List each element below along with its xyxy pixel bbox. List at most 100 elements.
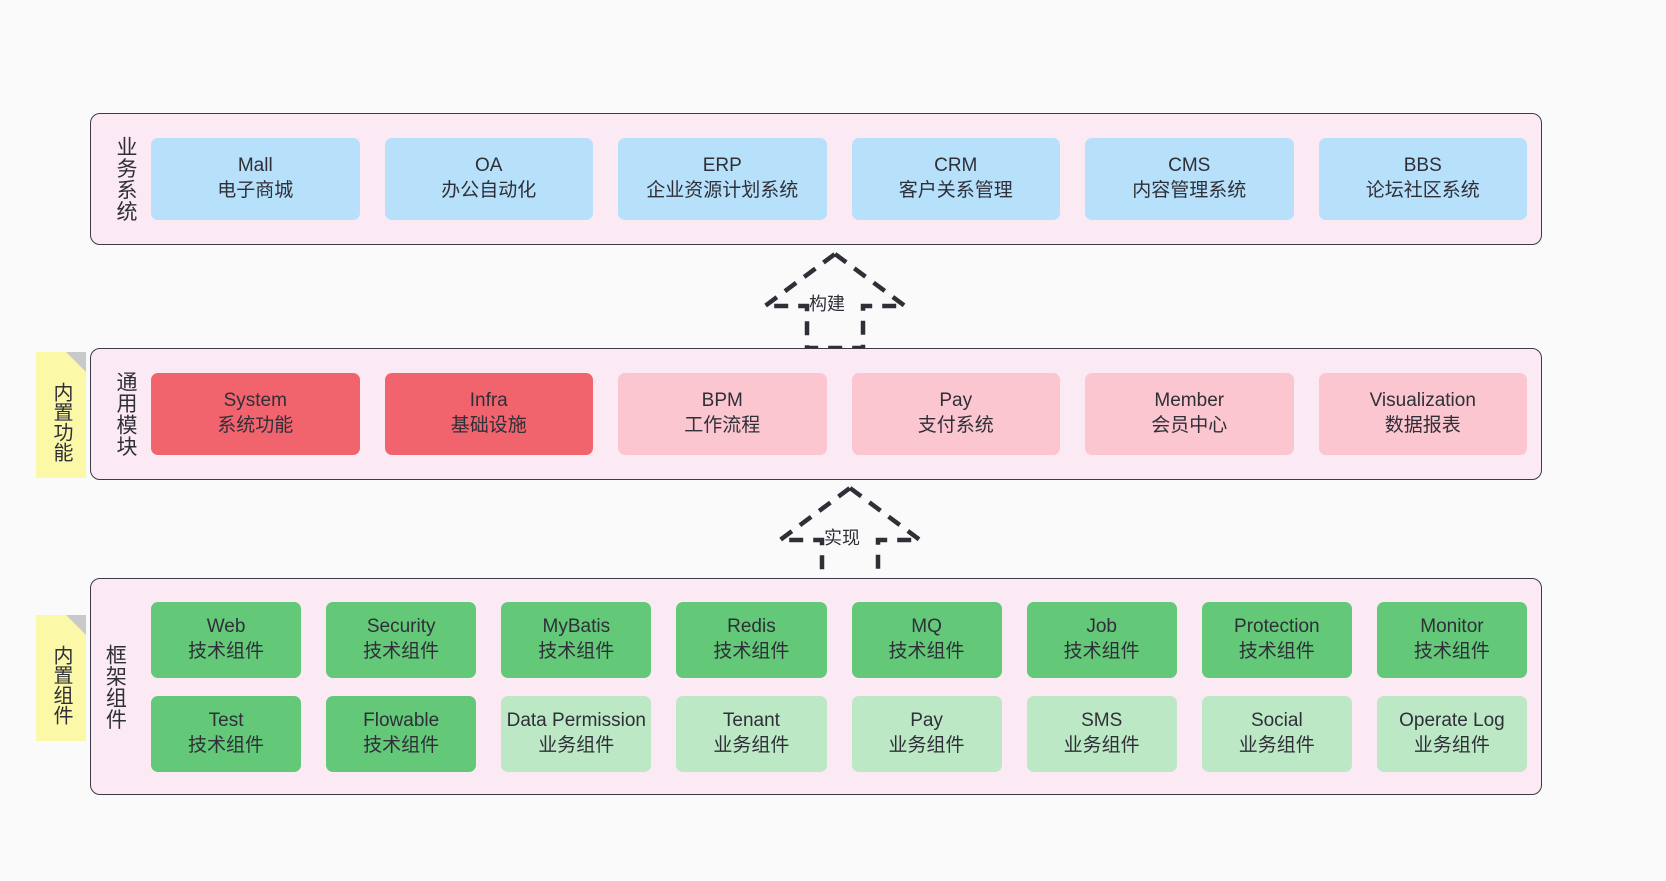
card-mall-desc: 电子商城 (217, 180, 294, 201)
card-protection[interactable]: Protection 技术组件 (1201, 601, 1352, 678)
card-bbs-desc: 论坛社区系统 (1365, 180, 1480, 201)
card-security-desc: 技术组件 (363, 640, 440, 662)
card-job[interactable]: Job 技术组件 (1026, 601, 1177, 678)
connector-build-label: 构建 (809, 294, 845, 314)
card-data-permission-desc: 业务组件 (538, 734, 615, 756)
card-pay-module-desc: 支付系统 (917, 415, 994, 436)
layer-body-common-modules: System 系统功能 Infra 基础设施 BPM 工作流程 Pay 支付系统… (137, 349, 1541, 479)
card-operate-log[interactable]: Operate Log 业务组件 (1376, 695, 1527, 772)
card-member-name: Member (1154, 390, 1225, 412)
card-protection-desc: 技术组件 (1238, 640, 1315, 662)
card-operate-log-desc: 业务组件 (1413, 734, 1490, 756)
card-infra-desc: 基础设施 (450, 415, 527, 436)
card-infra[interactable]: Infra 基础设施 (384, 373, 593, 455)
card-test-name: Test (208, 709, 244, 731)
layer-label-framework-components: 框架组件 (103, 643, 127, 730)
card-infra-name: Infra (469, 390, 508, 412)
card-bpm[interactable]: BPM 工作流程 (618, 373, 827, 455)
connector-implement-label: 实现 (824, 528, 860, 548)
card-social-name: Social (1250, 709, 1303, 731)
card-monitor[interactable]: Monitor 技术组件 (1376, 601, 1527, 678)
card-mall[interactable]: Mall 电子商城 (151, 138, 360, 220)
card-protection-name: Protection (1234, 615, 1320, 637)
card-flowable[interactable]: Flowable 技术组件 (326, 695, 477, 772)
card-pay-component[interactable]: Pay 业务组件 (851, 695, 1002, 772)
card-cms[interactable]: CMS 内容管理系统 (1085, 138, 1294, 220)
card-erp-name: ERP (702, 155, 742, 177)
layer-body-framework-components: Web 技术组件 Security 技术组件 MyBatis 技术组件 Redi… (137, 579, 1541, 794)
card-erp[interactable]: ERP 企业资源计划系统 (618, 138, 827, 220)
card-pay-module-name: Pay (939, 390, 973, 412)
card-flowable-desc: 技术组件 (363, 734, 440, 756)
connector-implement: 实现 (760, 482, 940, 586)
card-member[interactable]: Member 会员中心 (1085, 373, 1294, 455)
layer-body-business-systems: Mall 电子商城 OA 办公自动化 ERP 企业资源计划系统 CRM 客户关系… (137, 114, 1541, 244)
card-mq-name: MQ (911, 615, 942, 637)
card-oa-name: OA (475, 155, 503, 177)
card-system[interactable]: System 系统功能 (151, 373, 360, 455)
card-crm[interactable]: CRM 客户关系管理 (851, 138, 1060, 220)
card-redis[interactable]: Redis 技术组件 (676, 601, 827, 678)
card-pay-module[interactable]: Pay 支付系统 (851, 373, 1060, 455)
card-test[interactable]: Test 技术组件 (151, 695, 302, 772)
layer-label-common-modules: 通用模块 (114, 371, 137, 457)
card-web[interactable]: Web 技术组件 (151, 601, 302, 678)
card-data-permission-name: Data Permission (506, 709, 646, 731)
card-tenant-name: Tenant (722, 709, 780, 731)
card-oa[interactable]: OA 办公自动化 (384, 138, 593, 220)
card-system-name: System (223, 390, 287, 412)
card-social-desc: 业务组件 (1238, 734, 1315, 756)
card-data-permission[interactable]: Data Permission 业务组件 (501, 695, 652, 772)
note-builtin-features: 内置功能 (36, 352, 86, 478)
card-member-desc: 会员中心 (1151, 415, 1228, 436)
card-system-desc: 系统功能 (217, 415, 294, 436)
card-tenant-desc: 业务组件 (713, 734, 790, 756)
card-redis-desc: 技术组件 (713, 640, 790, 662)
note-fold-corner-icon (66, 352, 86, 372)
card-mybatis[interactable]: MyBatis 技术组件 (501, 601, 652, 678)
card-mall-name: Mall (237, 155, 273, 177)
card-web-name: Web (206, 615, 246, 637)
card-crm-name: CRM (934, 155, 978, 177)
card-cms-name: CMS (1168, 155, 1211, 177)
card-mybatis-desc: 技术组件 (538, 640, 615, 662)
card-redis-name: Redis (727, 615, 776, 637)
card-mq[interactable]: MQ 技术组件 (851, 601, 1002, 678)
layer-business-systems: 业务系统 Mall 电子商城 OA 办公自动化 ERP 企业资源计划系统 CRM… (90, 113, 1542, 245)
card-visualization[interactable]: Visualization 数据报表 (1318, 373, 1527, 455)
business-systems-row: Mall 电子商城 OA 办公自动化 ERP 企业资源计划系统 CRM 客户关系… (151, 138, 1527, 220)
card-tenant[interactable]: Tenant 业务组件 (676, 695, 827, 772)
card-flowable-name: Flowable (363, 709, 440, 731)
common-modules-row: System 系统功能 Infra 基础设施 BPM 工作流程 Pay 支付系统… (151, 373, 1527, 455)
card-security-name: Security (366, 615, 436, 637)
note-builtin-components: 内置组件 (36, 615, 86, 741)
card-pay-component-name: Pay (910, 709, 943, 731)
framework-tech-row: Web 技术组件 Security 技术组件 MyBatis 技术组件 Redi… (151, 601, 1527, 678)
card-bbs[interactable]: BBS 论坛社区系统 (1318, 138, 1527, 220)
card-web-desc: 技术组件 (188, 640, 265, 662)
connector-build: 构建 (745, 248, 925, 352)
card-cms-desc: 内容管理系统 (1132, 180, 1247, 201)
card-job-name: Job (1086, 615, 1117, 637)
card-social[interactable]: Social 业务组件 (1201, 695, 1352, 772)
card-security[interactable]: Security 技术组件 (326, 601, 477, 678)
card-pay-component-desc: 业务组件 (888, 734, 965, 756)
card-monitor-desc: 技术组件 (1413, 640, 1490, 662)
card-bpm-name: BPM (701, 390, 743, 412)
card-oa-desc: 办公自动化 (441, 180, 537, 201)
card-monitor-name: Monitor (1420, 615, 1484, 637)
framework-biz-row: Test 技术组件 Flowable 技术组件 Data Permission … (151, 695, 1527, 772)
card-visualization-name: Visualization (1369, 390, 1476, 412)
layer-framework-components: 框架组件 Web 技术组件 Security 技术组件 MyBatis 技术组件… (90, 578, 1542, 795)
card-sms-name: SMS (1081, 709, 1123, 731)
card-sms[interactable]: SMS 业务组件 (1026, 695, 1177, 772)
card-sms-desc: 业务组件 (1063, 734, 1140, 756)
layer-label-business-systems: 业务系统 (114, 136, 137, 222)
card-operate-log-name: Operate Log (1399, 709, 1505, 731)
note-builtin-features-label: 内置功能 (50, 382, 72, 462)
card-mybatis-name: MyBatis (542, 615, 611, 637)
card-crm-desc: 客户关系管理 (898, 180, 1013, 201)
card-bbs-name: BBS (1403, 155, 1442, 177)
card-mq-desc: 技术组件 (888, 640, 965, 662)
